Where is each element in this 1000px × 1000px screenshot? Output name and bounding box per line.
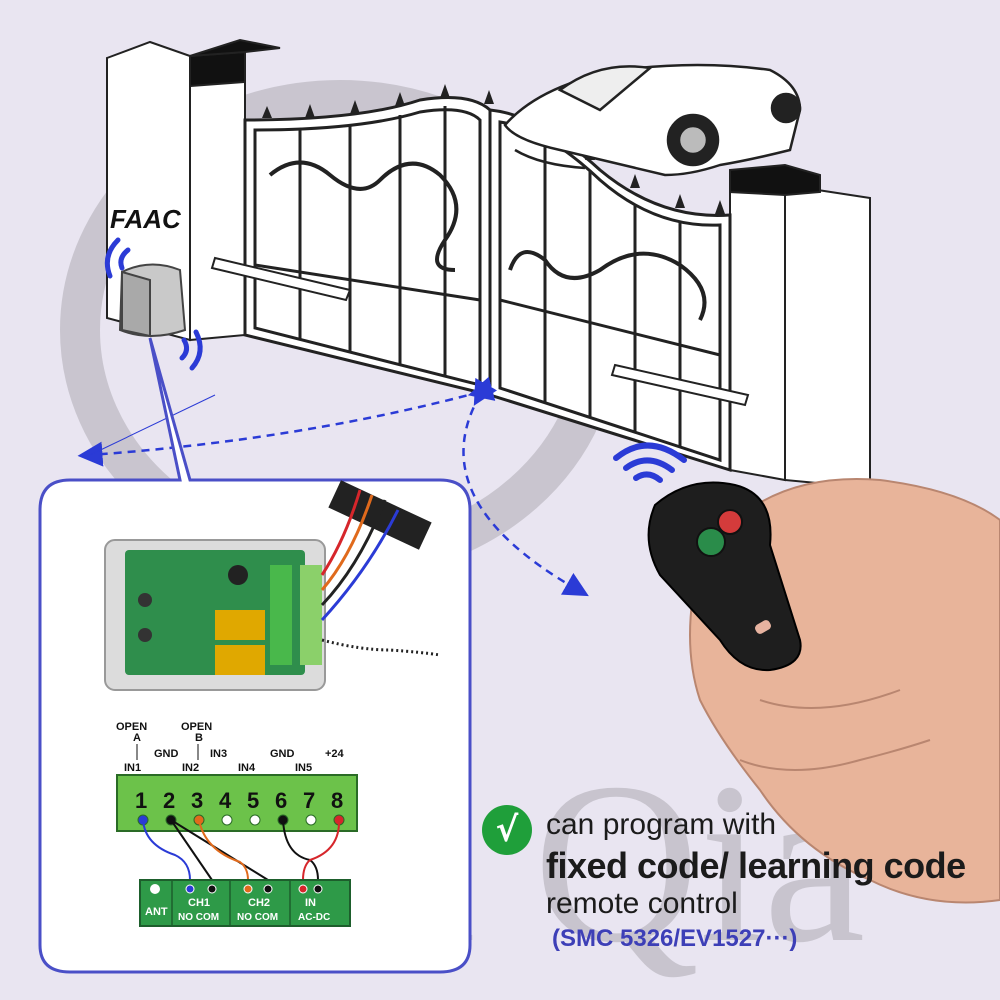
caption-line-1: can program with: [546, 808, 777, 841]
label-in2: IN2: [182, 762, 199, 774]
terminal-number: 4: [219, 788, 232, 813]
signal-icon-remote: [613, 442, 687, 483]
terminal-number: 7: [303, 788, 315, 813]
caption-line-4: (SMC 5326/EV1527···): [552, 925, 798, 952]
label-open-b-sub: B: [195, 732, 203, 744]
terminal-block: [116, 774, 358, 832]
remote-control: [647, 481, 802, 672]
label-ch2-sub: NO COM: [237, 912, 278, 923]
label-in-sub: AC-DC: [298, 912, 330, 923]
receiver-module: [104, 539, 326, 691]
signal-icon-left-top: [104, 237, 131, 279]
signal-icon-left-bottom: [179, 329, 203, 371]
label-open-a: OPEN: [116, 721, 147, 733]
terminal-number: 6: [275, 788, 287, 813]
label-in: IN: [305, 897, 316, 909]
terminal-labels: OPEN A OPEN B GND IN3 GND +24 IN1 IN2 IN…: [116, 721, 345, 774]
label-ch1: CH1: [188, 897, 210, 909]
label-gnd-1: GND: [154, 748, 179, 760]
right-pillar: [729, 163, 871, 490]
pointer-line: [89, 394, 216, 456]
label-in1: IN1: [124, 762, 141, 774]
wires-photo: [320, 489, 441, 657]
gate-arm-left: [210, 256, 352, 302]
label-ant: ANT: [145, 906, 168, 918]
arrow-marks: [136, 744, 199, 760]
caption-line-3: remote control: [546, 887, 738, 920]
terminal-holes: [137, 814, 345, 826]
remote-red-button: [717, 509, 743, 535]
check-icon: √: [482, 805, 532, 855]
signal-paths: [77, 376, 589, 597]
label-in3: IN3: [210, 748, 227, 760]
gate-arm-right: [610, 363, 750, 407]
label-gnd-2: GND: [270, 748, 295, 760]
terminal-hole: [249, 814, 261, 826]
label-open-b: OPEN: [181, 721, 212, 733]
wiring: [142, 819, 341, 881]
terminal-number: 1: [135, 788, 147, 813]
receiver-terminal-labels: ANT CH1 NO COM CH2 NO COM IN AC-DC: [145, 897, 330, 923]
remote-green-button: [696, 527, 726, 557]
receiver-terminal-dots: [150, 884, 323, 894]
terminal-number: 5: [247, 788, 259, 813]
receiver-dividers: [171, 880, 291, 926]
label-ch1-sub: NO COM: [178, 912, 219, 923]
label-in4: IN4: [238, 762, 256, 774]
label-open-a-sub: A: [133, 732, 141, 744]
terminal-number: 2: [163, 788, 175, 813]
label-plus24: +24: [325, 748, 345, 760]
caption-line-2: fixed code/ learning code: [546, 845, 966, 886]
terminal-hole: [305, 814, 317, 826]
terminal-hole: [221, 814, 233, 826]
terminal-number: 3: [191, 788, 203, 813]
receiver-box: [118, 263, 187, 338]
gate-left-leaf: [243, 96, 492, 397]
label-ch2: CH2: [248, 897, 270, 909]
brand-logo: FAAC: [110, 204, 182, 234]
label-in5: IN5: [295, 762, 312, 774]
car-illustration: [503, 63, 802, 177]
terminal-number: 8: [331, 788, 343, 813]
